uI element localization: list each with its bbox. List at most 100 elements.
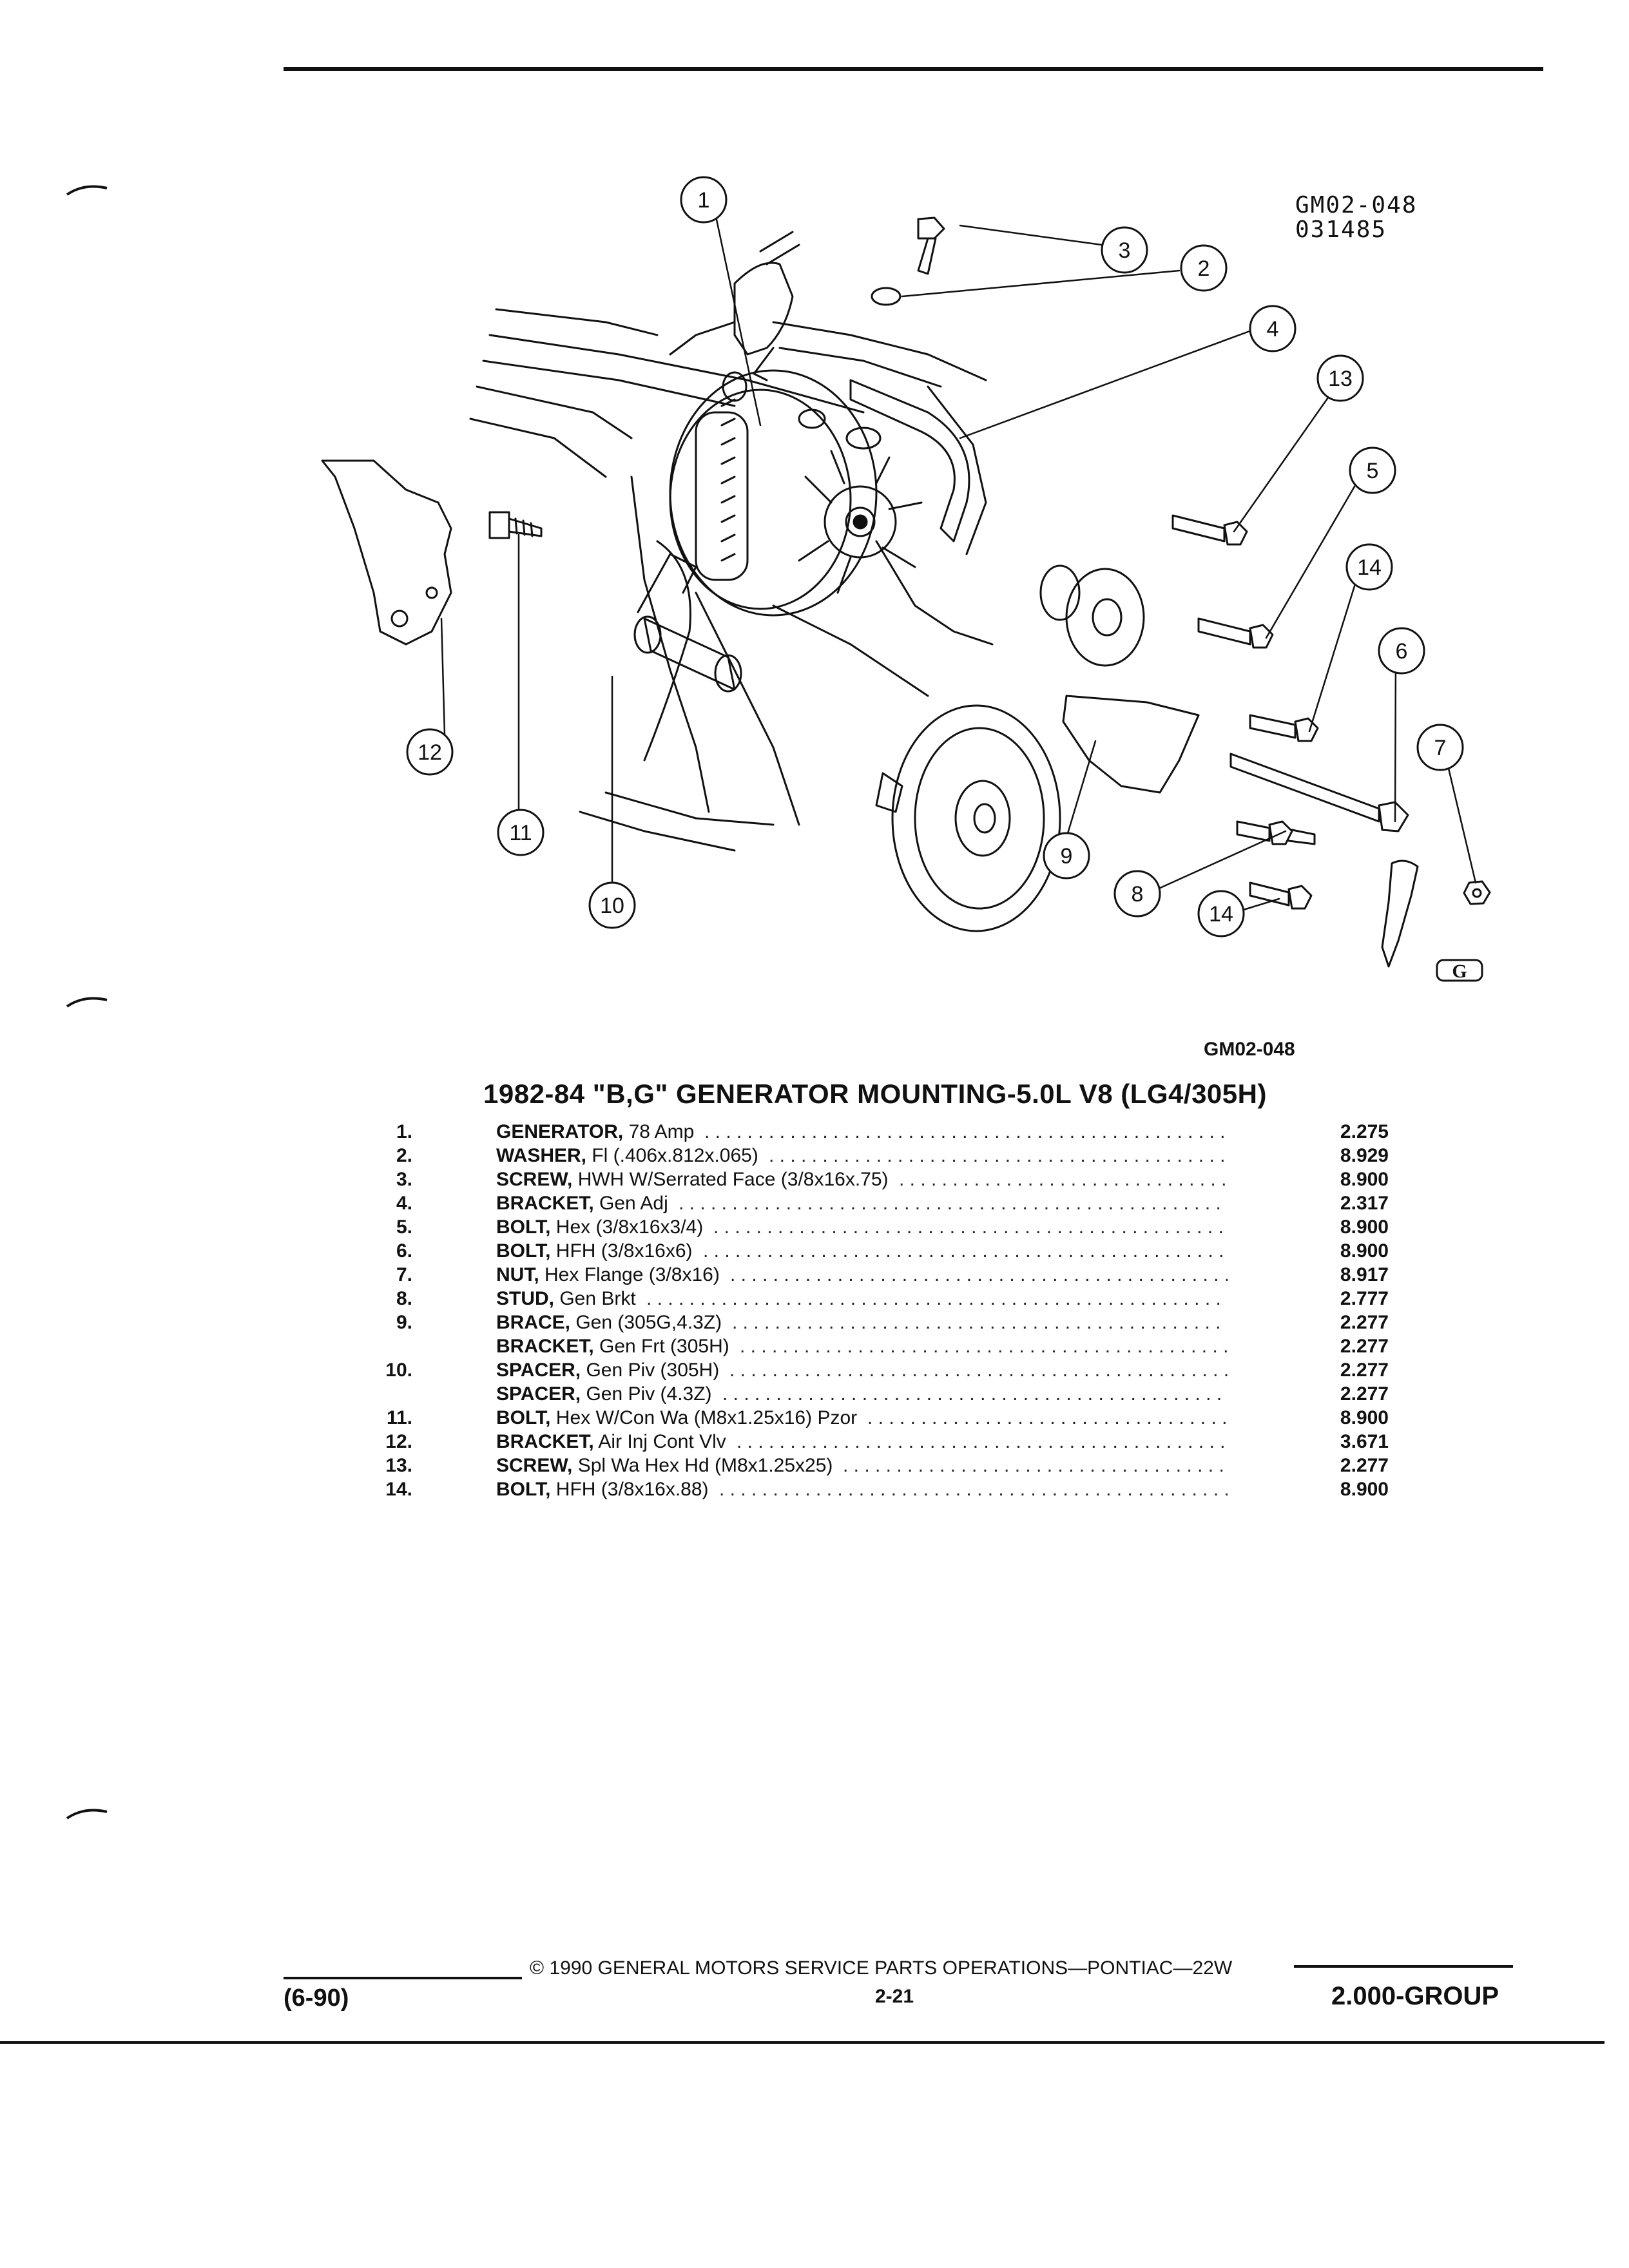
dot-leader: . . . . . . . . . . . . . . . . . . . . … <box>719 1479 1228 1500</box>
part-description: BOLT, HFH (3/8x16x6) <box>496 1239 693 1263</box>
part-detail: Spl Wa Hex Hd (M8x1.25x25) <box>572 1455 833 1476</box>
parts-row: 4.BRACKET, Gen Adj . . . . . . . . . . .… <box>380 1191 1398 1215</box>
parts-row: 7.NUT, Hex Flange (3/8x16) . . . . . . .… <box>380 1263 1398 1287</box>
margin-mark <box>66 997 108 1008</box>
generator <box>669 369 923 617</box>
part-description: BRACKET, Air Inj Cont Vlv <box>496 1430 726 1454</box>
parts-row: 12.BRACKET, Air Inj Cont Vlv . . . . . .… <box>380 1430 1398 1454</box>
parts-list: 1.GENERATOR, 78 Amp . . . . . . . . . . … <box>380 1120 1398 1501</box>
dot-leader: . . . . . . . . . . . . . . . . . . . . … <box>703 1240 1228 1262</box>
dot-leader: . . . . . . . . . . . . . . . . . . . . … <box>729 1360 1228 1381</box>
part-description: GENERATOR, 78 Amp <box>496 1120 694 1144</box>
part-name: BOLT, <box>496 1216 551 1238</box>
part-detail: Hex W/Con Wa (M8x1.25x16) Pzor <box>550 1407 858 1428</box>
part-code: 2.277 <box>1340 1383 1389 1405</box>
margin-mark <box>66 1809 108 1820</box>
engine-block-outline <box>469 308 994 852</box>
part-name: SPACER, <box>496 1383 581 1405</box>
part-description: BOLT, HFH (3/8x16x.88) <box>496 1477 709 1501</box>
nut-7 <box>1463 880 1491 905</box>
bolt-5 <box>1197 617 1274 649</box>
dot-leader: . . . . . . . . . . . . . . . . . . . . … <box>769 1145 1228 1166</box>
parts-row: 1.GENERATOR, 78 Amp . . . . . . . . . . … <box>380 1120 1398 1144</box>
page-number: 2-21 <box>875 1986 914 2007</box>
callout-14-lower: 14 <box>1209 902 1233 927</box>
parts-row: 11.BOLT, Hex W/Con Wa (M8x1.25x16) Pzor … <box>380 1406 1398 1430</box>
dot-leader: . . . . . . . . . . . . . . . . . . . . … <box>899 1169 1228 1190</box>
callout-2: 2 <box>1198 256 1210 281</box>
margin-mark <box>66 185 108 196</box>
part-name: WASHER, <box>496 1145 587 1166</box>
part-code: 2.277 <box>1340 1312 1389 1333</box>
part-name: GENERATOR, <box>496 1121 624 1142</box>
callout-6: 6 <box>1396 639 1408 664</box>
parts-row: SPACER, Gen Piv (4.3Z) . . . . . . . . .… <box>380 1382 1398 1406</box>
bolt-14 <box>1249 714 1319 742</box>
part-description: BRACE, Gen (305G,4.3Z) <box>496 1311 722 1334</box>
part-detail: HFH (3/8x16x.88) <box>550 1479 709 1500</box>
part-code: 2.277 <box>1340 1360 1389 1381</box>
dot-leader: . . . . . . . . . . . . . . . . . . . . … <box>713 1216 1228 1238</box>
part-number: 8. <box>396 1288 412 1309</box>
part-description: SCREW, Spl Wa Hex Hd (M8x1.25x25) <box>496 1454 833 1477</box>
generator-spacer <box>633 553 742 693</box>
generator-adjust-bracket <box>849 379 970 543</box>
part-detail: HFH (3/8x16x6) <box>550 1240 693 1262</box>
part-detail: Gen Piv (305H) <box>581 1360 720 1381</box>
parts-row: 6.BOLT, HFH (3/8x16x6) . . . . . . . . .… <box>380 1239 1398 1263</box>
part-detail: Gen Frt (305H) <box>593 1336 729 1357</box>
part-description: BRACKET, Gen Frt (305H) <box>496 1334 729 1358</box>
hose-fitting <box>722 231 800 402</box>
footer-rule-right <box>1294 1965 1513 1968</box>
logo-letter: G <box>1452 961 1467 982</box>
water-pump-pulley <box>1039 564 1145 667</box>
parts-row: 5.BOLT, Hex (3/8x16x3/4) . . . . . . . .… <box>380 1215 1398 1239</box>
part-detail: Gen Piv (4.3Z) <box>581 1383 712 1405</box>
part-detail: Fl (.406x.812x.065) <box>586 1145 758 1166</box>
washer-2 <box>871 287 901 306</box>
part-name: BRACE, <box>496 1312 571 1333</box>
part-detail: Gen Brkt <box>554 1288 636 1309</box>
part-description: BOLT, Hex W/Con Wa (M8x1.25x16) Pzor <box>496 1406 857 1430</box>
crankshaft-pulley <box>875 704 1061 932</box>
part-code: 2.277 <box>1340 1336 1389 1357</box>
part-code: 3.671 <box>1340 1431 1389 1452</box>
generator-brace <box>1062 695 1200 794</box>
part-code: 2.777 <box>1340 1288 1389 1309</box>
parts-row: 10.SPACER, Gen Piv (305H) . . . . . . . … <box>380 1358 1398 1382</box>
part-name: SCREW, <box>496 1169 573 1190</box>
page-title: 1982-84 "B,G" GENERATOR MOUNTING-5.0L V8… <box>483 1079 1267 1109</box>
part-number: 4. <box>396 1193 412 1214</box>
part-code: 8.900 <box>1340 1479 1389 1500</box>
parts-row: 3. SCREW, HWH W/Serrated Face (3/8x16x.75… <box>380 1168 1398 1191</box>
part-number: 7. <box>396 1264 412 1285</box>
screw-13 <box>1171 514 1248 546</box>
parts-row: BRACKET, Gen Frt (305H) . . . . . . . . … <box>380 1334 1398 1358</box>
part-code: 8.900 <box>1340 1407 1389 1428</box>
leader-lines <box>440 197 1477 913</box>
dot-leader: . . . . . . . . . . . . . . . . . . . . … <box>732 1312 1228 1333</box>
part-code: 8.929 <box>1340 1145 1389 1166</box>
diagram-reference: GM02-048 031485 <box>1295 193 1417 242</box>
callout-10: 10 <box>600 894 624 918</box>
callout-12: 12 <box>418 740 442 765</box>
part-description: BRACKET, Gen Adj <box>496 1191 668 1215</box>
footer-rule-left <box>284 1977 522 1979</box>
ref-date: 031485 <box>1295 216 1387 243</box>
part-number: 3. <box>396 1169 412 1190</box>
callout-1: 1 <box>698 188 710 213</box>
dot-leader: . . . . . . . . . . . . . . . . . . . . … <box>740 1336 1228 1357</box>
part-name: BRACKET, <box>496 1193 594 1214</box>
bolt-14-lower <box>1249 881 1313 910</box>
callout-13: 13 <box>1328 367 1353 391</box>
part-description: SCREW, HWH W/Serrated Face (3/8x16x.75) <box>496 1168 889 1191</box>
part-detail: 78 Amp <box>623 1121 695 1142</box>
part-description: SPACER, Gen Piv (305H) <box>496 1358 719 1382</box>
part-name: BOLT, <box>496 1479 551 1500</box>
stud-8 <box>1236 820 1316 845</box>
air-inj-bracket <box>321 459 452 646</box>
part-number: 14. <box>385 1479 412 1500</box>
parts-row: 13.SCREW, Spl Wa Hex Hd (M8x1.25x25) . .… <box>380 1454 1398 1477</box>
part-code: 8.900 <box>1340 1169 1389 1190</box>
part-detail: Air Inj Cont Vlv <box>593 1431 726 1452</box>
